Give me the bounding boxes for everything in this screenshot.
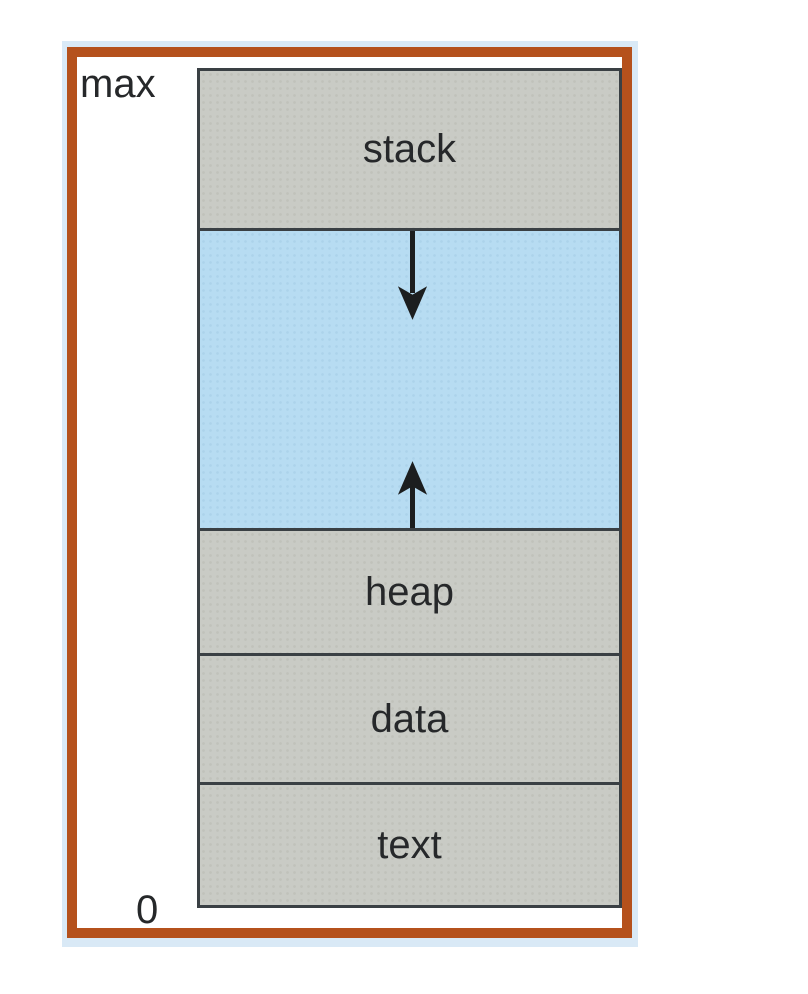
arrow-up-icon [397, 461, 428, 534]
segment-heap: heap [197, 528, 622, 656]
segment-stack: stack [197, 68, 622, 231]
text-label: text [377, 822, 442, 867]
heap-label: heap [365, 569, 454, 614]
data-label: data [370, 696, 449, 741]
segment-data: data [197, 653, 622, 785]
growth-arrows [397, 231, 428, 534]
stack-label: stack [362, 127, 457, 171]
segment-free-space [197, 228, 622, 534]
arrow-down-icon [397, 231, 428, 320]
zero-address-label: 0 [136, 888, 159, 932]
max-address-label: max [80, 62, 156, 106]
memory-column: stack heap data text [197, 68, 622, 908]
segment-text: text [197, 782, 622, 908]
